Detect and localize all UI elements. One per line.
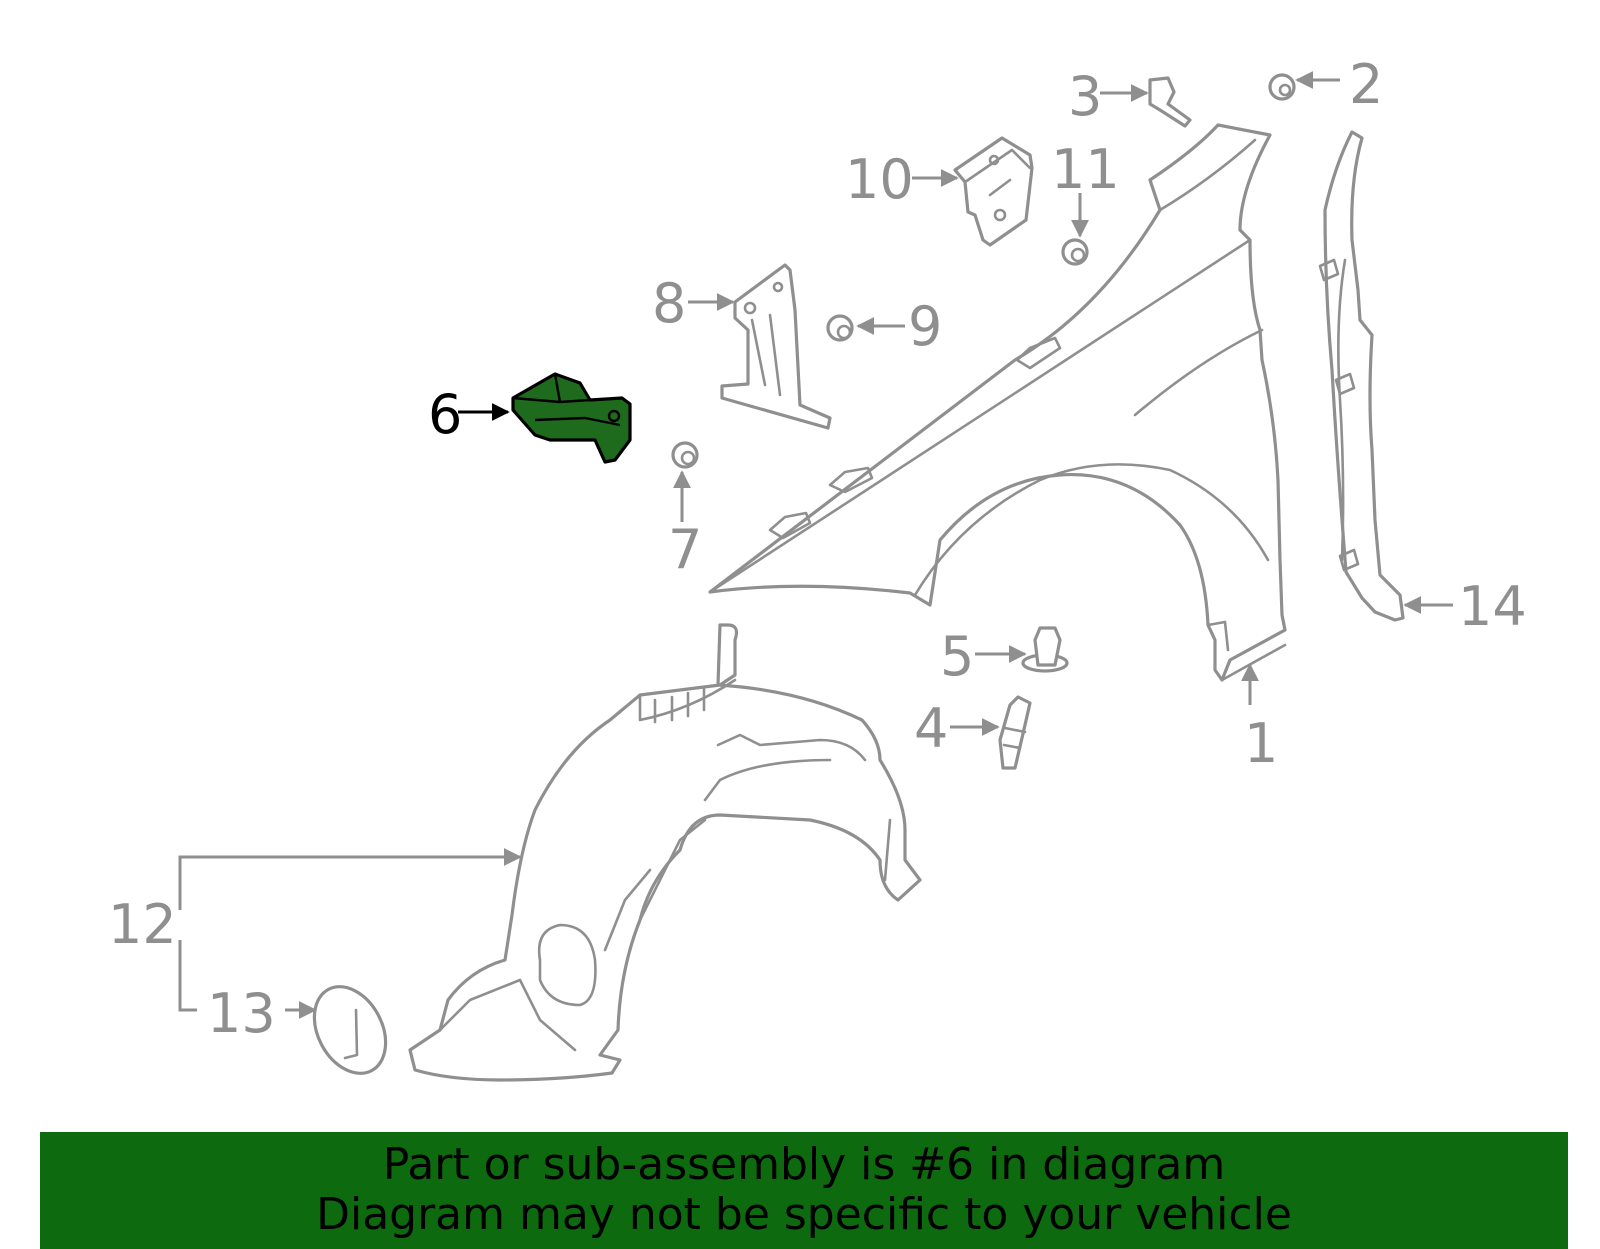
clip-7-part[interactable] bbox=[671, 441, 699, 469]
clip-11-part[interactable] bbox=[1061, 238, 1089, 266]
bracket-8-part[interactable] bbox=[720, 263, 832, 430]
callout-6: 6 bbox=[428, 383, 462, 446]
callout-11: 11 bbox=[1051, 138, 1120, 201]
callout-13: 13 bbox=[207, 982, 276, 1045]
banner-line-disclaimer: Diagram may not be specific to your vehi… bbox=[316, 1189, 1292, 1240]
fastener-5-part[interactable] bbox=[1021, 626, 1069, 673]
stud-4-part[interactable] bbox=[998, 695, 1032, 770]
callout-8: 8 bbox=[652, 272, 686, 335]
callout-9: 9 bbox=[908, 295, 942, 358]
callout-1: 1 bbox=[1244, 712, 1278, 775]
callout-14: 14 bbox=[1458, 575, 1527, 638]
callout-2: 2 bbox=[1349, 53, 1383, 116]
plug-part[interactable] bbox=[300, 974, 400, 1085]
callout-7: 7 bbox=[668, 518, 702, 581]
callout-10: 10 bbox=[845, 148, 914, 211]
callout-4: 4 bbox=[914, 697, 948, 760]
parts-diagram: 1 2 3 4 5 6 7 8 9 10 11 12 13 14 bbox=[108, 53, 1527, 1085]
clip-2-part[interactable] bbox=[1268, 73, 1296, 101]
clip-9-part[interactable] bbox=[826, 314, 854, 342]
bracket-6-part-highlighted[interactable] bbox=[511, 372, 632, 464]
bolt-3-part[interactable] bbox=[1148, 76, 1192, 128]
info-banner: Part or sub-assembly is #6 in diagram Di… bbox=[40, 1132, 1568, 1249]
callout-12: 12 bbox=[108, 893, 177, 956]
fender-part[interactable] bbox=[708, 123, 1287, 682]
banner-line-part-number: Part or sub-assembly is #6 in diagram bbox=[382, 1139, 1226, 1190]
callout-3: 3 bbox=[1068, 65, 1102, 128]
callout-5: 5 bbox=[940, 625, 974, 688]
fender-seal-part[interactable] bbox=[1318, 130, 1405, 622]
bracket-10-part[interactable] bbox=[953, 136, 1034, 247]
fender-liner-part[interactable] bbox=[408, 623, 922, 1082]
